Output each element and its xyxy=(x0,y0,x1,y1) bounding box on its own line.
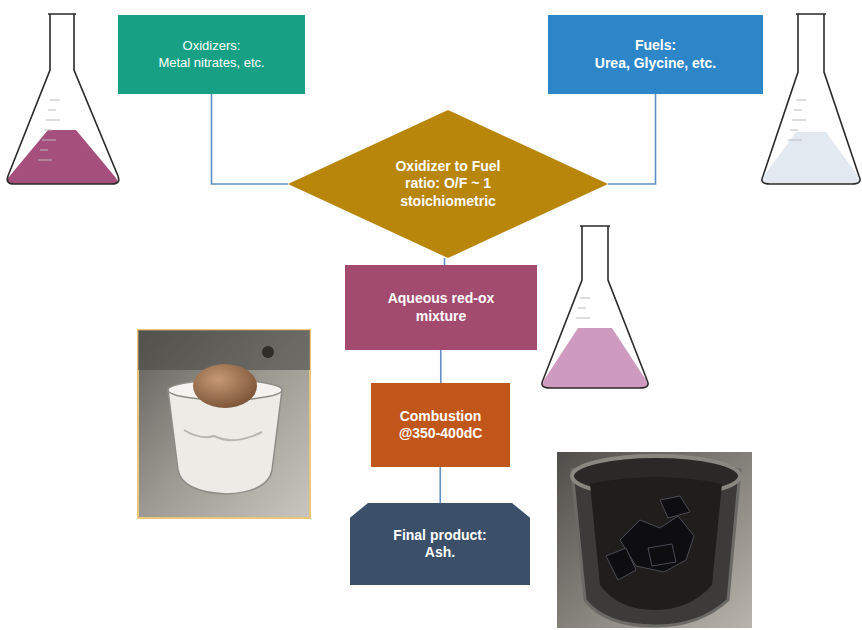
connector-line xyxy=(440,350,442,383)
node-heading: Combustion @350-400dC xyxy=(381,408,500,443)
node-heading: Fuels: xyxy=(635,37,676,55)
connector-line xyxy=(444,258,446,265)
fuel-box: Fuels:Urea, Glycine, etc. xyxy=(548,15,763,94)
process-box: Combustion @350-400dC xyxy=(371,383,510,467)
flask-oxidizer xyxy=(7,14,119,184)
node-heading: Oxidizers: xyxy=(183,38,241,54)
node-body: Urea, Glycine, etc. xyxy=(595,55,716,73)
shape-fill xyxy=(288,110,608,258)
node-heading: Final product: Ash. xyxy=(384,527,496,562)
connector-line xyxy=(212,94,289,184)
node-heading: Oxidizer to Fuel ratio: O/F ~ 1 stoichio… xyxy=(378,158,518,211)
connector-line xyxy=(608,94,656,184)
photo-crucible-ash xyxy=(557,452,752,628)
connector-line xyxy=(439,467,441,503)
node-heading: Aqueous red-ox mixture xyxy=(380,290,502,325)
oxidizer-box: Oxidizers:Metal nitrates, etc. xyxy=(118,15,305,94)
shape-fill xyxy=(350,503,530,585)
node-body: Metal nitrates, etc. xyxy=(158,55,264,71)
flask-mixture xyxy=(542,226,648,388)
terminal-box: Final product: Ash. xyxy=(350,503,530,585)
process-box: Aqueous red-ox mixture xyxy=(345,265,537,350)
flask-fuel xyxy=(762,14,860,184)
decision-diamond: Oxidizer to Fuel ratio: O/F ~ 1 stoichio… xyxy=(288,110,608,258)
photo-crucible-before xyxy=(138,330,310,518)
